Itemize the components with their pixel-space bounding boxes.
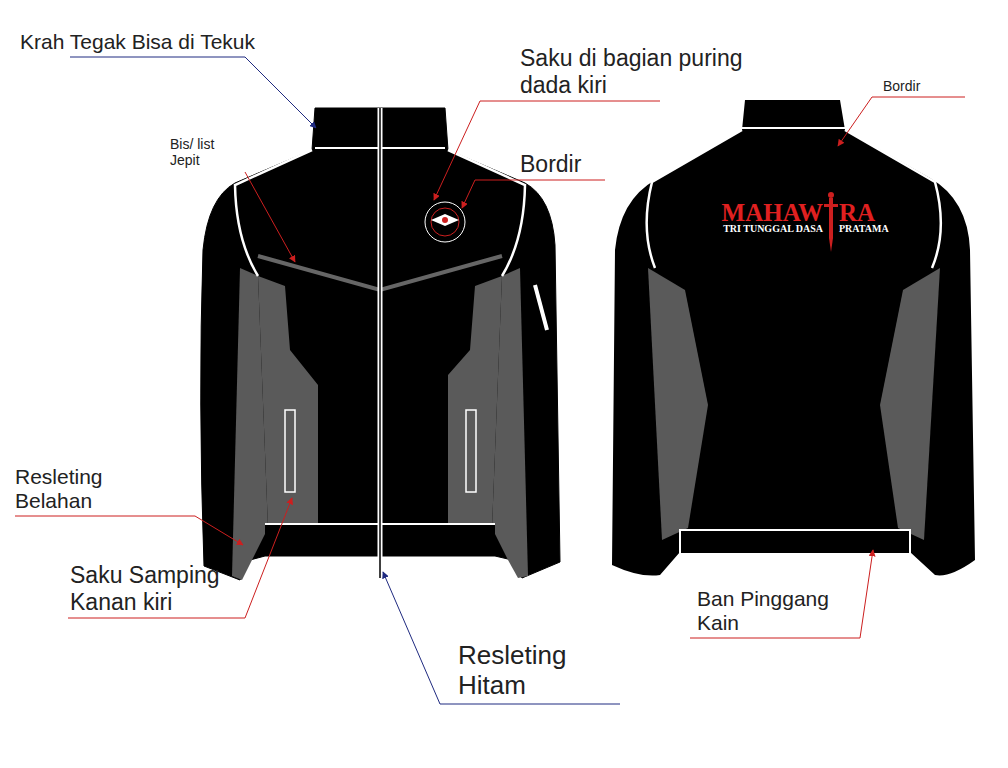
callout-label: Bordir <box>883 78 963 94</box>
back-jacket <box>612 100 975 576</box>
callout-label: Bordir <box>520 151 640 177</box>
logo <box>425 202 465 242</box>
embroidery-text: TRI TUNGGAL DASA <box>723 224 823 234</box>
dagger <box>824 192 838 252</box>
callout-label: Bis/ list Jepit <box>170 136 242 168</box>
callout-label: Ban Pinggang Kain <box>697 587 857 635</box>
callout-label: Resleting Belahan <box>15 465 150 513</box>
embroidery-text: PRATAMA <box>839 224 889 234</box>
callout-label: Resleting Hitam <box>458 641 618 701</box>
front-jacket <box>201 108 560 580</box>
embroidery-text: MAHAW <box>722 200 823 225</box>
leader-lines <box>15 57 965 704</box>
callout-label: Saku Samping Kanan kiri <box>70 562 255 615</box>
embroidery-text: RA <box>839 200 875 225</box>
callout-label: Krah Tegak Bisa di Tekuk <box>20 30 320 54</box>
callout-label: Saku di bagian puring dada kiri <box>520 45 790 98</box>
